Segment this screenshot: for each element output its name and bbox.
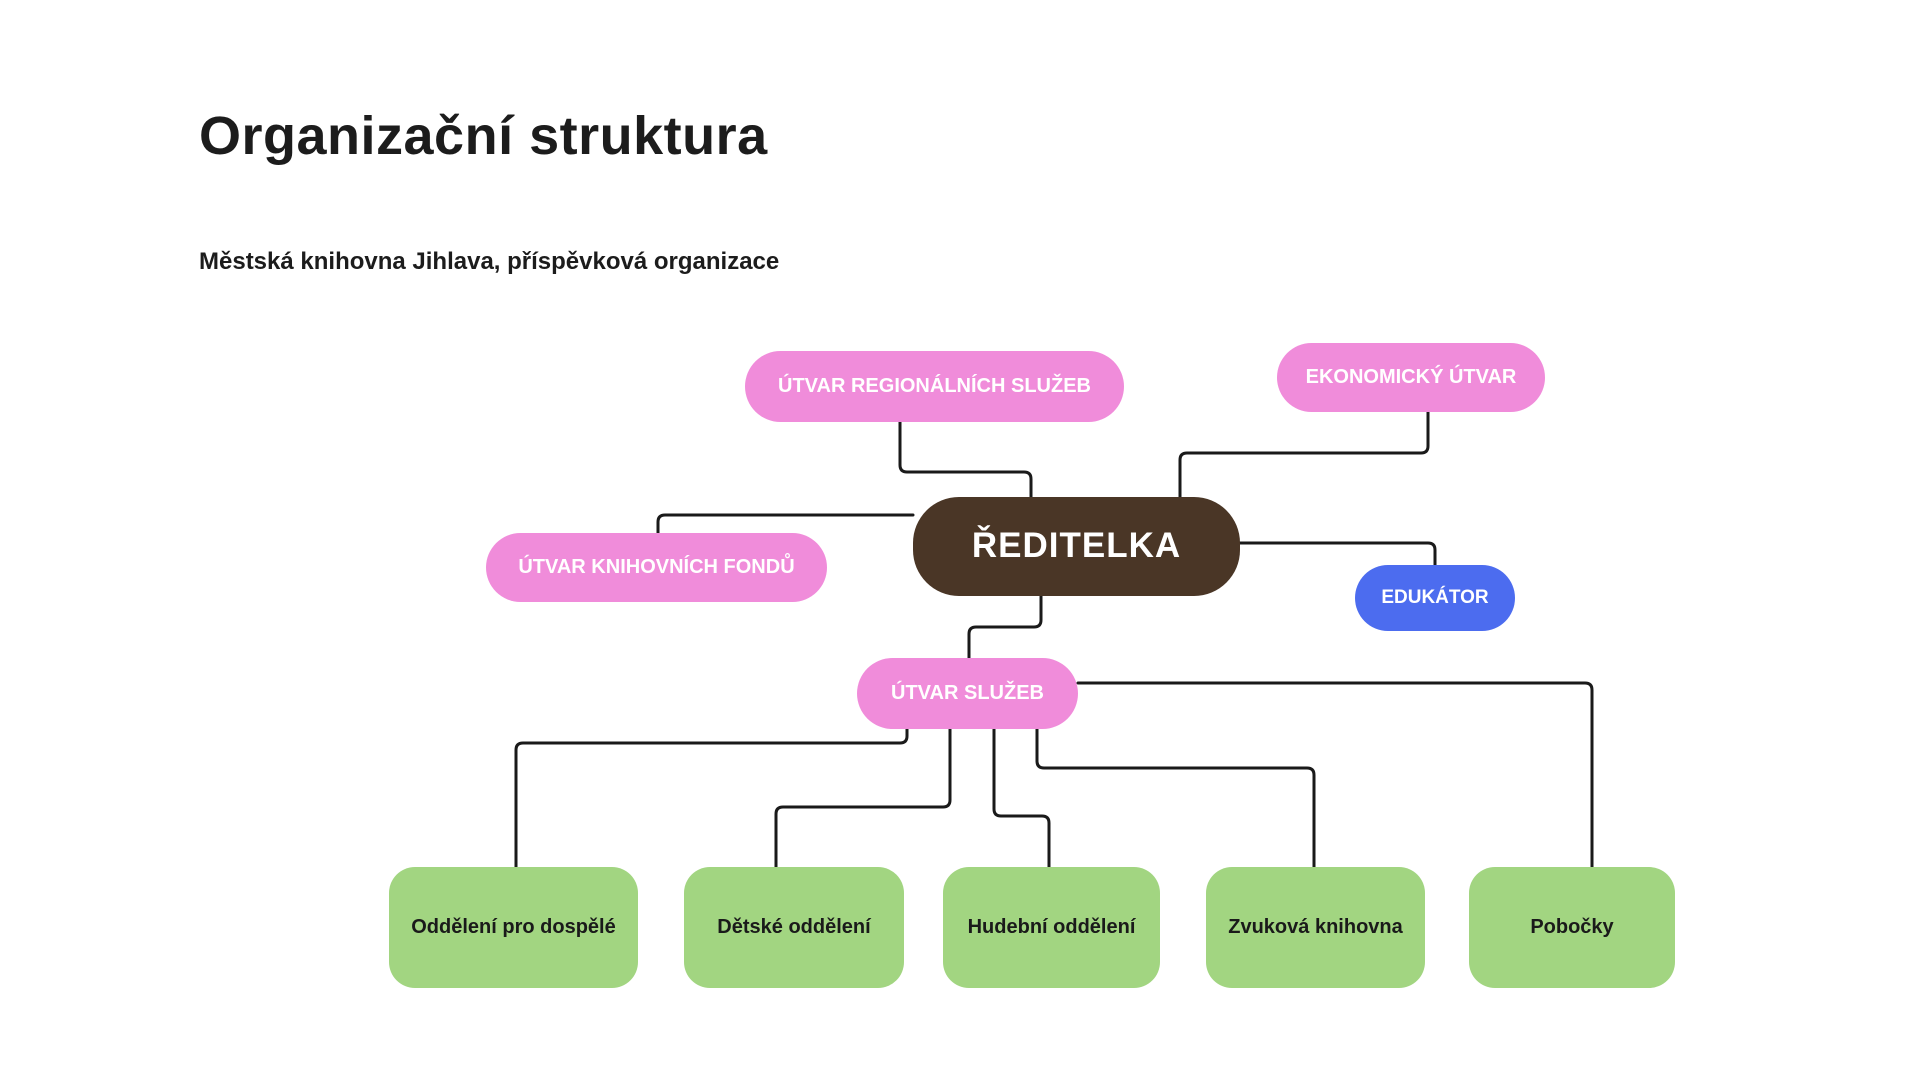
node-hudebni-oddeleni: Hudební oddělení [943,867,1160,988]
node-label: Dětské oddělení [717,916,871,938]
node-label: Pobočky [1530,916,1614,938]
node-ekonomicky-utvar: EKONOMICKÝ ÚTVAR [1277,343,1545,412]
node-edukator: EDUKÁTOR [1355,565,1515,631]
node-label: EDUKÁTOR [1381,587,1489,609]
node-pobocky: Pobočky [1469,867,1675,988]
connector-reditelka-to-fondy [656,513,915,535]
node-label: Hudební oddělení [967,916,1136,938]
node-label: EKONOMICKÝ ÚTVAR [1305,366,1517,388]
node-label: Zvuková knihovna [1228,916,1403,938]
node-detske-oddeleni: Dětské oddělení [684,867,904,988]
node-label: ÚTVAR REGIONÁLNÍCH SLUŽEB [778,375,1091,397]
node-reditelka: ŘEDITELKA [913,497,1240,596]
node-zvukova-knihovna: Zvuková knihovna [1206,867,1425,988]
node-label: ŘEDITELKA [971,526,1182,566]
connector-reditelka-to-sluzby [967,594,1043,660]
node-utvar-regionalnich-sluzeb: ÚTVAR REGIONÁLNÍCH SLUŽEB [745,351,1124,422]
connector-ekonomicky-to-reditelka [1178,410,1430,499]
connector-sluzby-to-detske [774,727,952,869]
connector-sluzby-to-zvukova [1035,727,1316,869]
node-label: Oddělení pro dospělé [411,916,616,938]
connector-reditelka-to-edukator [1238,541,1437,567]
node-oddeleni-pro-dospele: Oddělení pro dospělé [389,867,638,988]
connector-sluzby-to-dospele [514,727,909,869]
node-label: ÚTVAR SLUŽEB [891,682,1044,704]
connector-sluzby-to-pobocky [1076,681,1594,869]
node-utvar-sluzeb: ÚTVAR SLUŽEB [857,658,1078,729]
node-label: ÚTVAR KNIHOVNÍCH FONDŮ [518,556,795,578]
page-subtitle: Městská knihovna Jihlava, příspěvková or… [199,248,780,275]
page-title: Organizační struktura [199,106,768,166]
node-utvar-knihovnich-fondu: ÚTVAR KNIHOVNÍCH FONDŮ [486,533,827,602]
connector-sluzby-to-hudebni [992,727,1051,869]
connector-regional-to-reditelka [898,420,1033,499]
